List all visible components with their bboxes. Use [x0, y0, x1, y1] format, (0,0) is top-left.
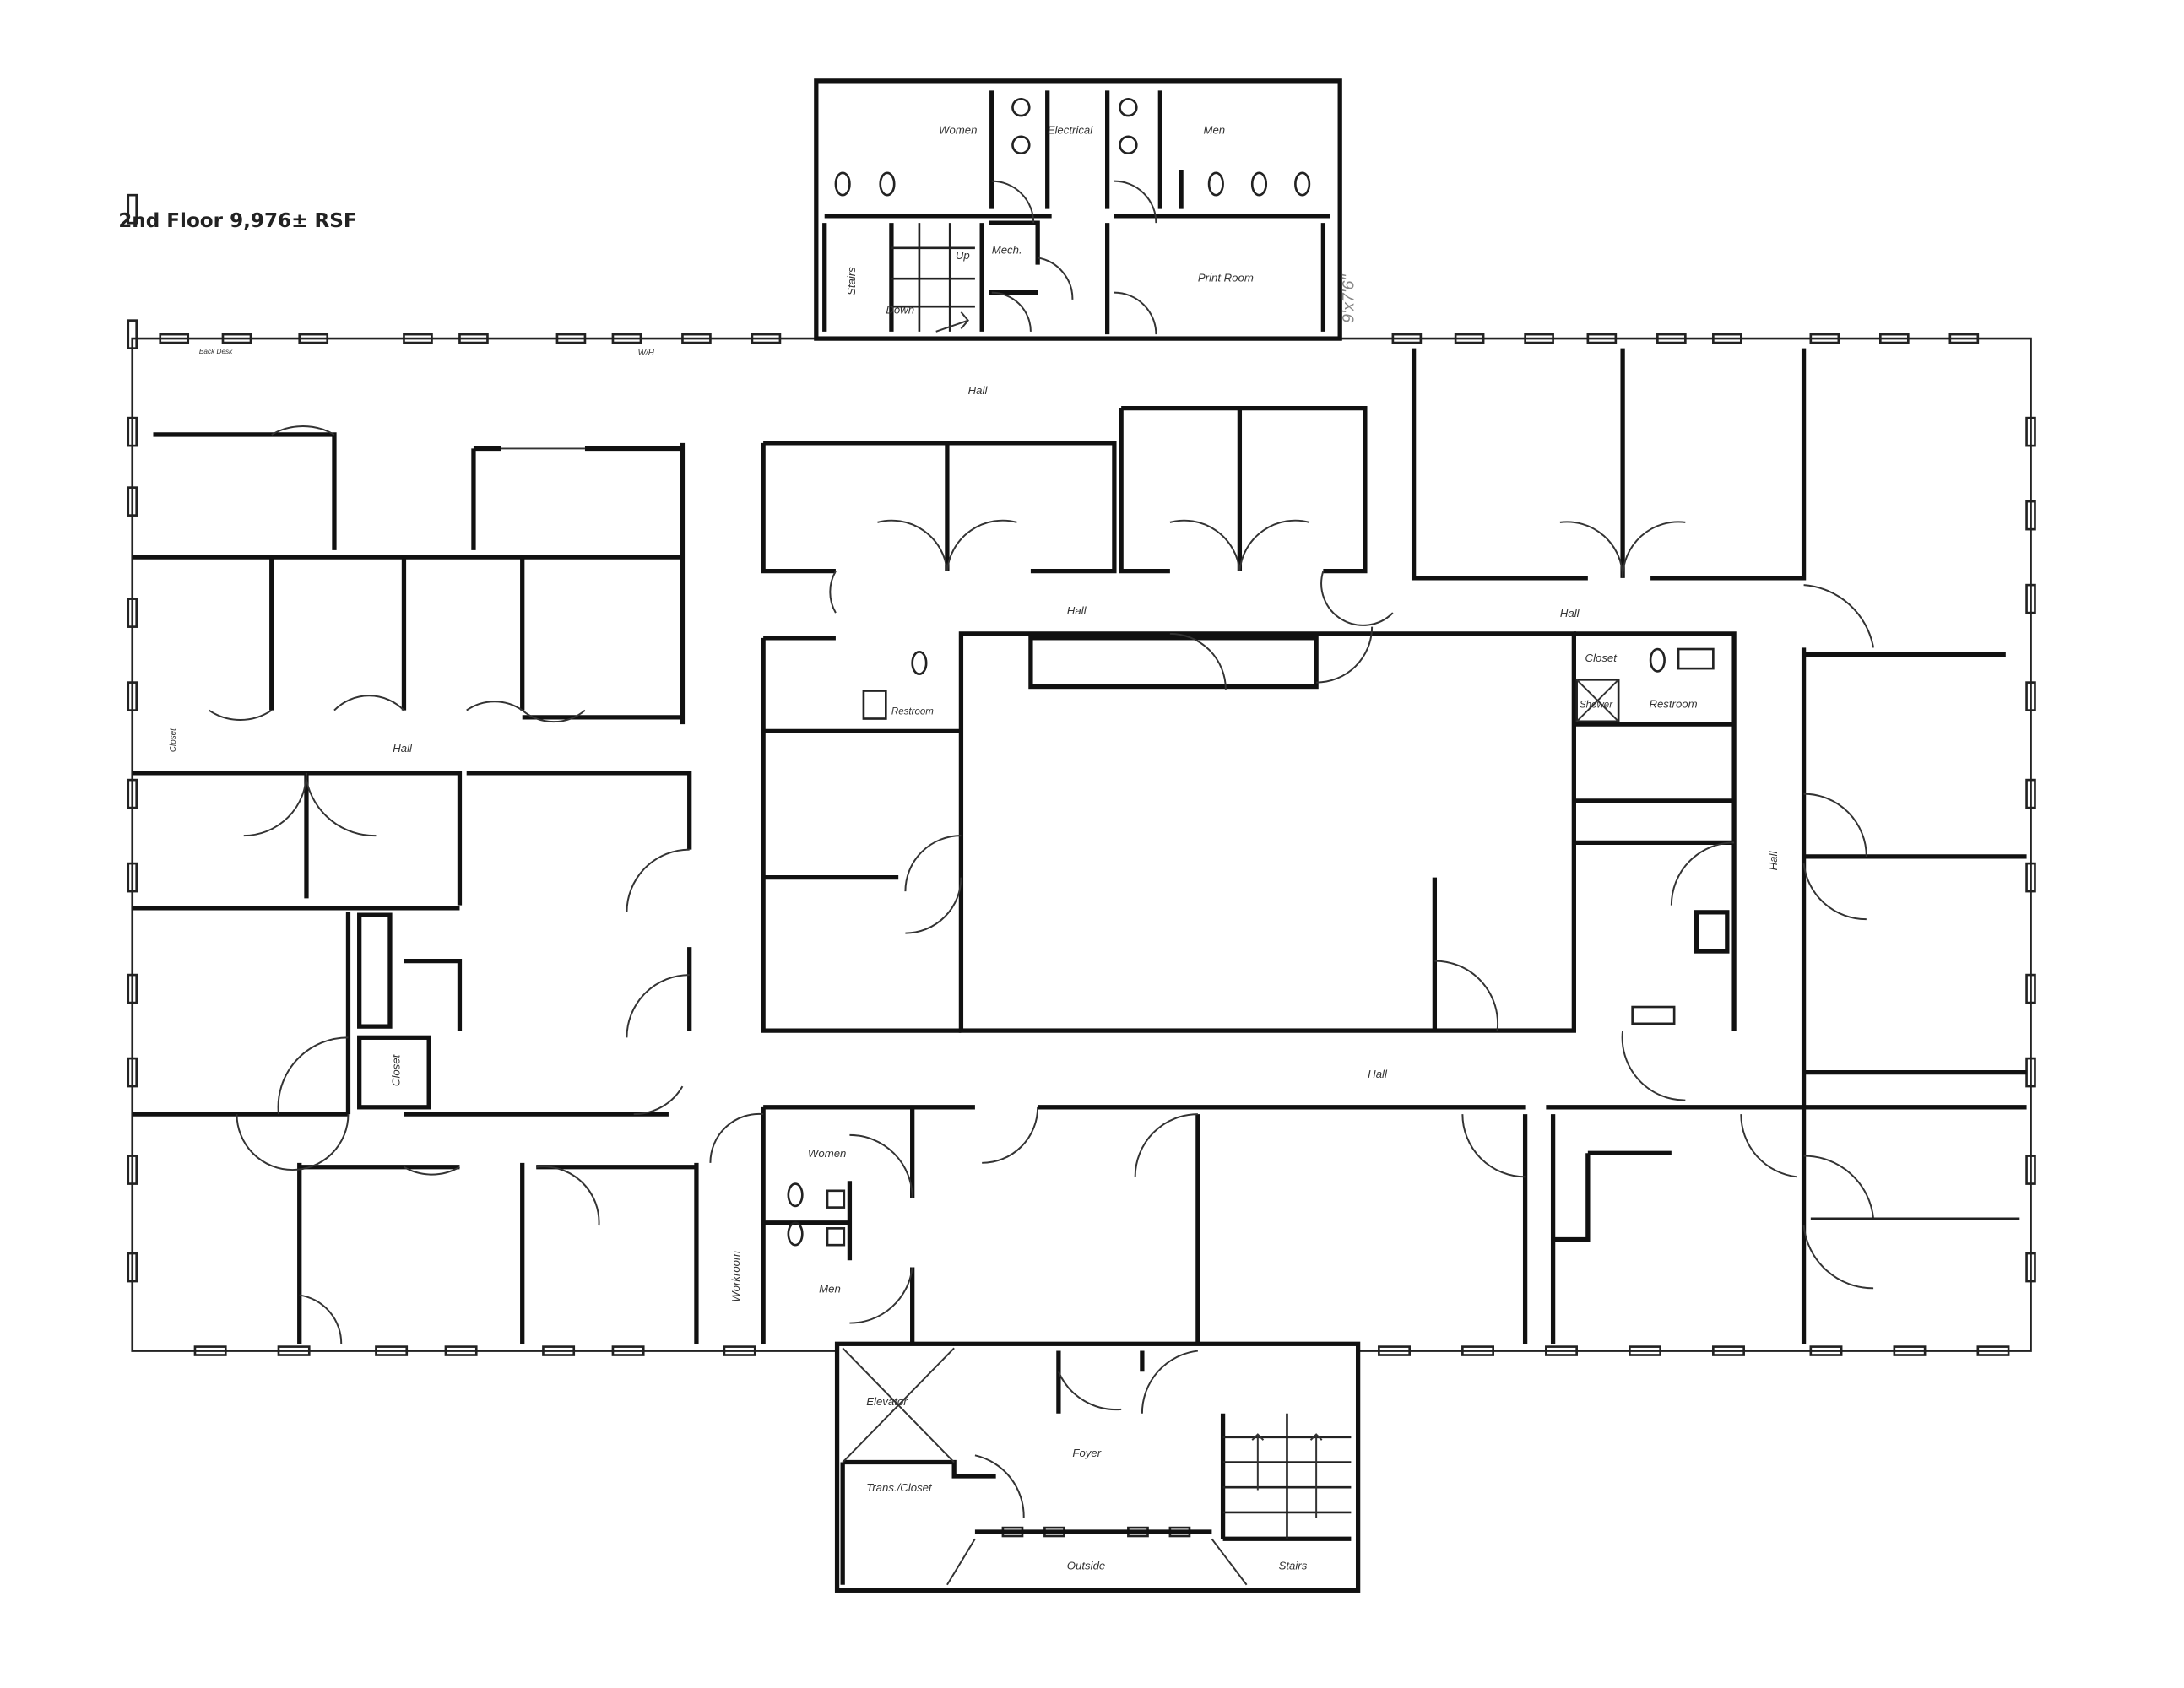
- label-closet-left: Closet: [169, 728, 178, 752]
- label-wh: W/H: [638, 349, 655, 358]
- window: [2025, 1155, 2036, 1185]
- label-foyer: Foyer: [1072, 1447, 1101, 1459]
- exterior-walls: [131, 78, 2032, 1593]
- window: [444, 1345, 478, 1356]
- label-men-top: Men: [1203, 124, 1225, 137]
- window: [2025, 416, 2036, 447]
- window: [1545, 1345, 1578, 1356]
- window: [458, 333, 489, 344]
- window: [1586, 333, 1618, 344]
- window: [127, 973, 138, 1004]
- label-women-top: Women: [939, 124, 977, 137]
- lower-walls: [709, 1105, 2027, 1344]
- window: [1893, 1345, 1927, 1356]
- window: [127, 319, 138, 349]
- window: [751, 333, 782, 344]
- label-back-desk: Back Desk: [199, 348, 233, 355]
- label-outside: Outside: [1067, 1560, 1105, 1572]
- window: [1391, 333, 1423, 344]
- window: [1809, 333, 1840, 344]
- window: [1712, 1345, 1745, 1356]
- label-hall-main: Hall: [1368, 1068, 1388, 1080]
- window: [1461, 1345, 1494, 1356]
- window: [2025, 973, 2036, 1004]
- window: [2025, 681, 2036, 711]
- left-wing-walls: [132, 425, 699, 1344]
- window: [1948, 333, 1980, 344]
- label-trans-closet: Trans./Closet: [866, 1481, 933, 1494]
- window: [221, 333, 252, 344]
- window: [127, 598, 138, 628]
- window: [723, 1345, 756, 1356]
- window: [1454, 333, 1485, 344]
- window: [127, 1252, 138, 1283]
- window: [1879, 333, 1910, 344]
- label-shower: Shower: [1580, 700, 1613, 710]
- label-hall-vertical: Hall: [1767, 851, 1780, 871]
- window: [127, 416, 138, 447]
- window: [611, 333, 642, 344]
- label-print-room: Print Room: [1198, 271, 1254, 284]
- window: [277, 1345, 311, 1356]
- label-down: Down: [886, 303, 914, 316]
- window: [127, 193, 138, 225]
- label-dimension: 9'x7'6": [1340, 273, 1358, 322]
- window: [1809, 1345, 1843, 1356]
- window: [1976, 1345, 2010, 1356]
- label-women-bottom: Women: [808, 1147, 846, 1160]
- windows: [127, 193, 2036, 1538]
- label-elevator: Elevator: [866, 1395, 908, 1408]
- window: [298, 333, 329, 344]
- label-restroom-center: Restroom: [891, 707, 934, 717]
- window: [1656, 333, 1687, 344]
- window: [127, 681, 138, 711]
- floor-plan-title: 2nd Floor 9,976± RSF: [118, 210, 356, 232]
- window: [193, 1345, 227, 1356]
- window: [2025, 778, 2036, 809]
- label-closet-right: Closet: [1585, 652, 1618, 664]
- window: [159, 333, 190, 344]
- label-hall-left: Hall: [393, 742, 413, 755]
- label-men-bottom: Men: [819, 1282, 841, 1295]
- label-electrical: Electrical: [1048, 124, 1094, 137]
- label-closet-mid: Closet: [390, 1053, 403, 1086]
- room-labels: Women Electrical Men Mech. Print Room St…: [169, 124, 1780, 1572]
- label-hall-top: Hall: [968, 384, 989, 397]
- window: [2025, 862, 2036, 893]
- window: [403, 333, 433, 344]
- window: [1378, 1345, 1411, 1356]
- window: [681, 333, 712, 344]
- window: [2025, 500, 2036, 531]
- window: [127, 486, 138, 517]
- window: [1712, 333, 1742, 344]
- central-walls: [761, 348, 2027, 1344]
- window: [127, 1057, 138, 1088]
- window: [1629, 1345, 1661, 1356]
- window: [127, 778, 138, 809]
- label-up: Up: [956, 249, 970, 262]
- window: [542, 1345, 576, 1356]
- window: [2025, 1252, 2036, 1283]
- bottom-annex-walls: [840, 1347, 1352, 1586]
- label-mech: Mech.: [992, 243, 1022, 256]
- label-hall-right: Hall: [1560, 607, 1580, 619]
- top-annex-walls: [822, 90, 1330, 335]
- window: [127, 862, 138, 893]
- window: [555, 333, 587, 344]
- window: [2025, 583, 2036, 614]
- label-hall-center: Hall: [1067, 604, 1087, 617]
- label-workroom: Workroom: [729, 1251, 742, 1302]
- window: [611, 1345, 645, 1356]
- window: [127, 1155, 138, 1185]
- label-restroom-right: Restroom: [1649, 697, 1697, 710]
- window: [1524, 333, 1554, 344]
- label-stairs-bottom: Stairs: [1279, 1560, 1308, 1572]
- window: [375, 1345, 409, 1356]
- label-stairs-top: Stairs: [845, 267, 858, 295]
